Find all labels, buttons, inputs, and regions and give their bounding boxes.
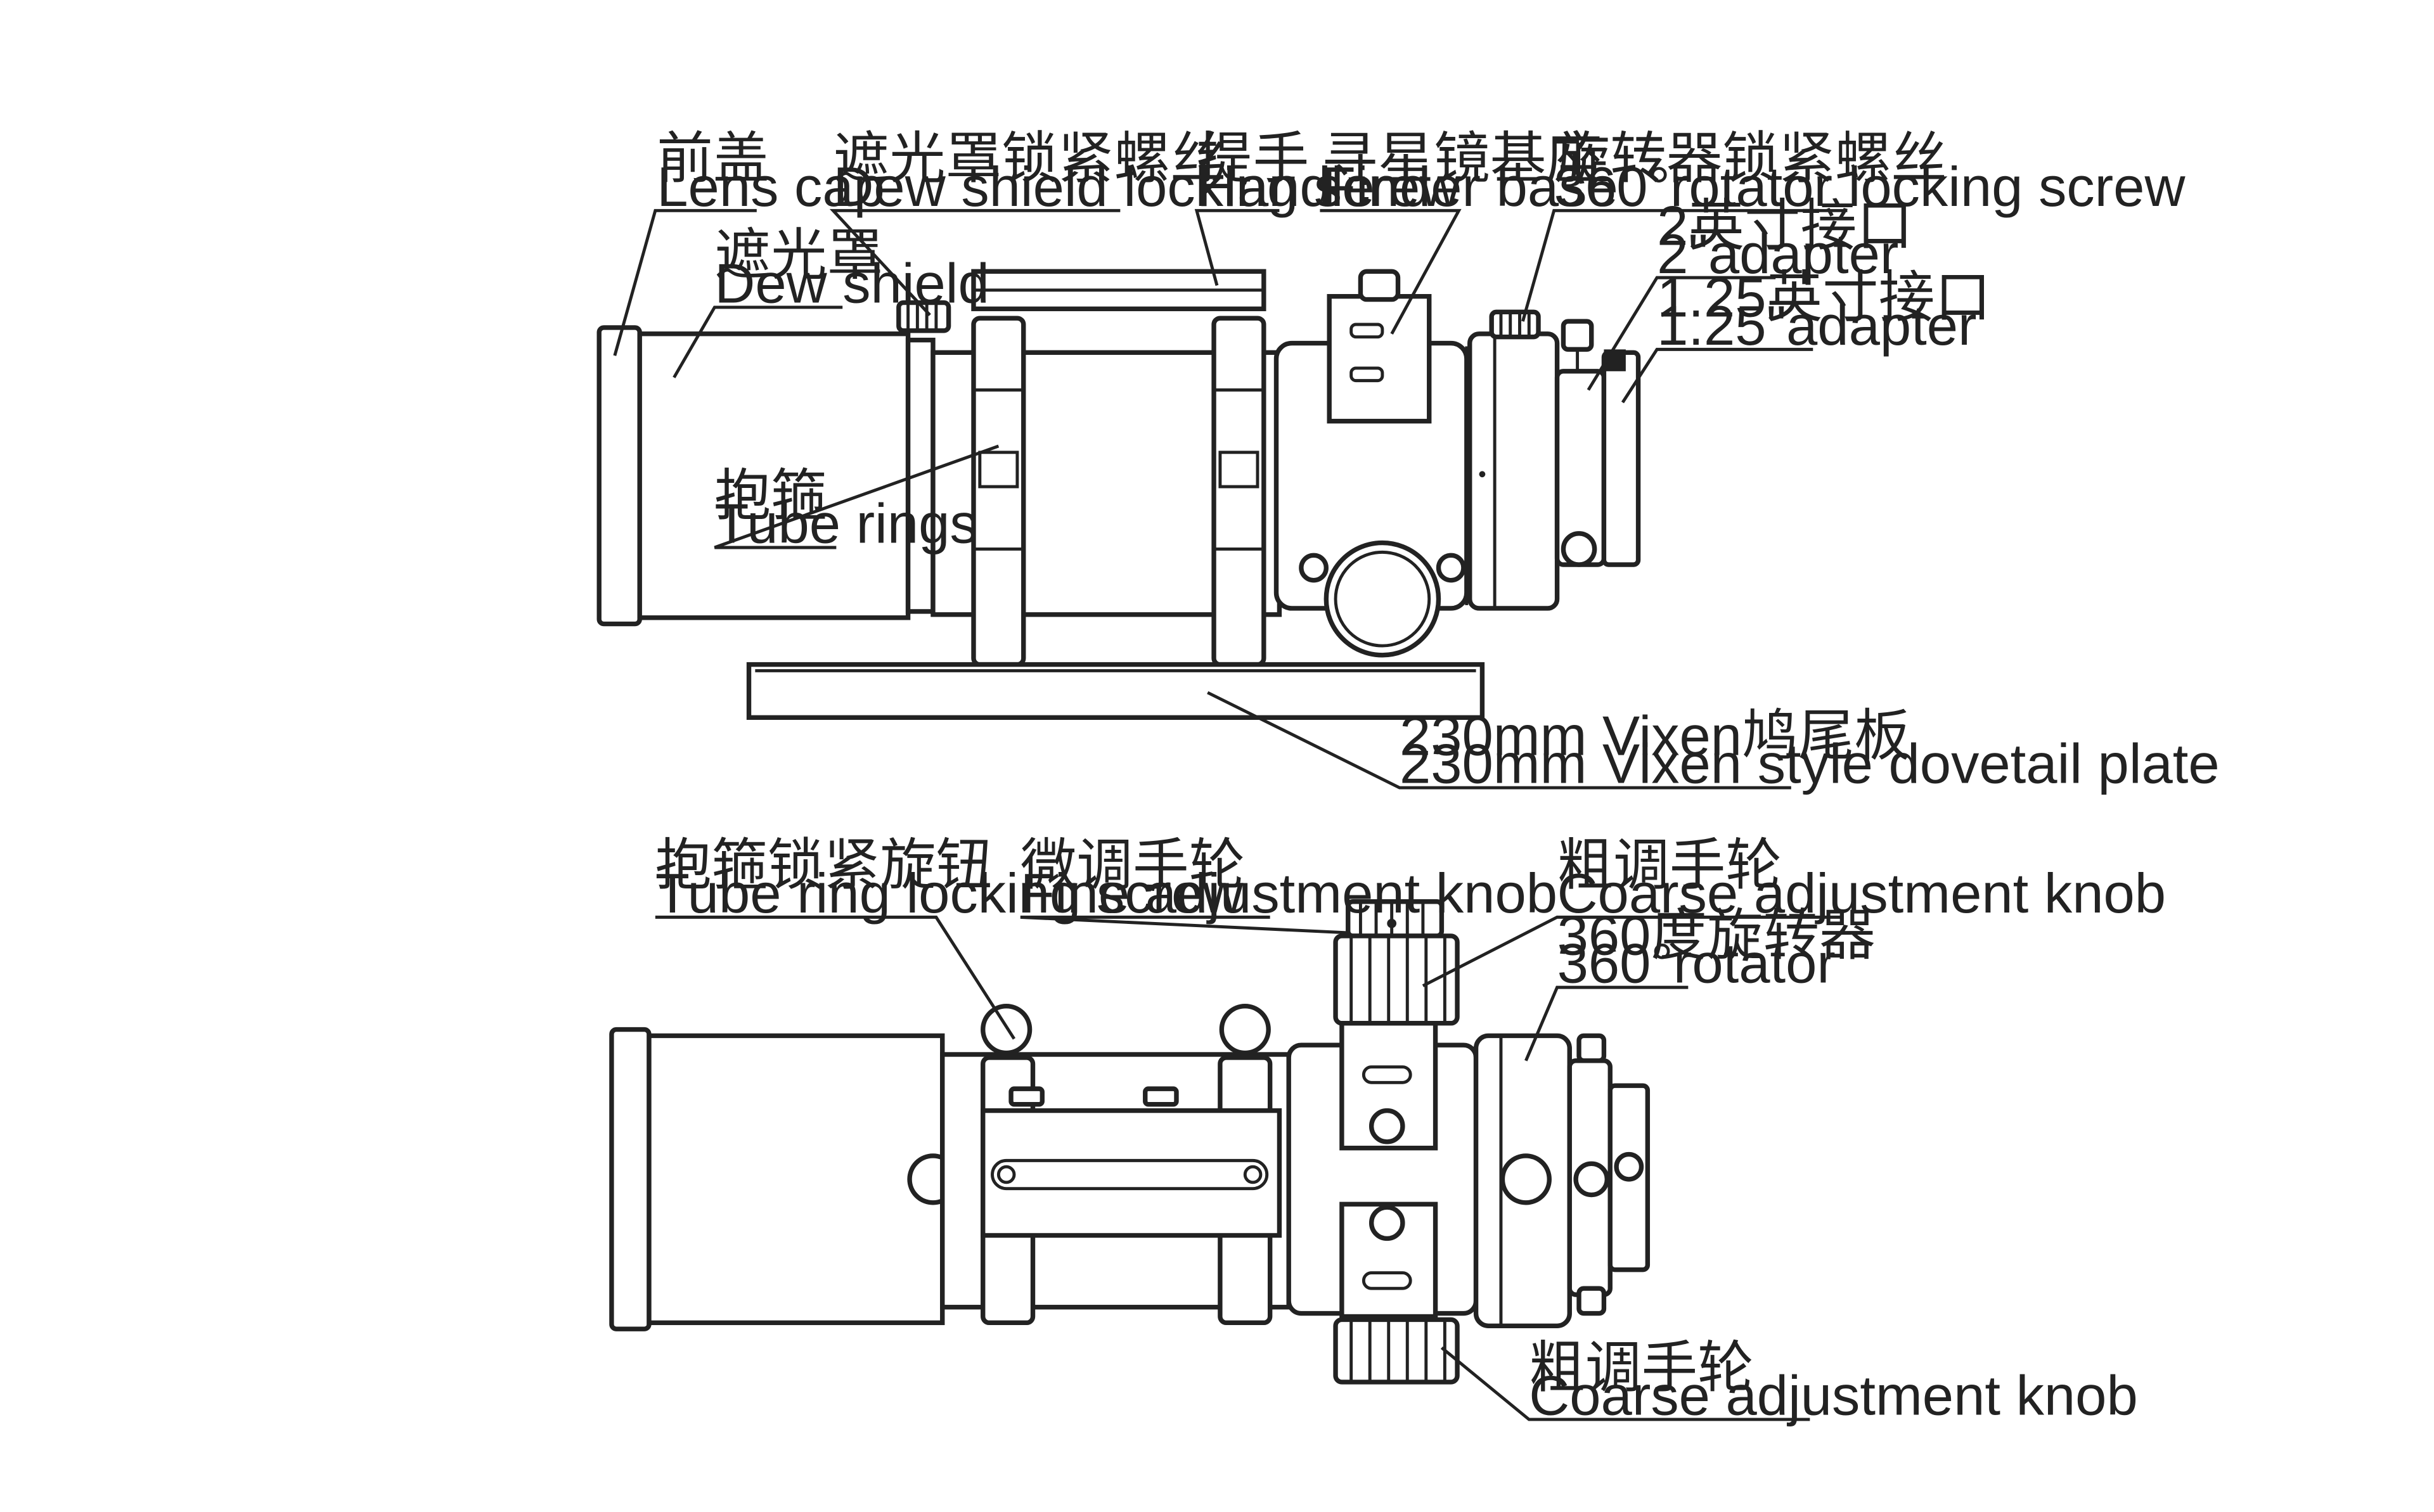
- coarse-knob-top-shape: [1333, 933, 1460, 1026]
- label-adapter-125-zh: 1.25英寸接口: [1657, 266, 1991, 329]
- label-dew-screw-zh: 遮光罩锁紧螺丝: [833, 127, 1226, 190]
- finder-base-shape: [1327, 293, 1432, 424]
- label-coarse-bottom-zh: 粗调手轮: [1529, 1336, 1753, 1399]
- top-view-drawing: [596, 269, 1641, 720]
- label-ring-screw-zh: 抱箍锁紧旋钮: [655, 834, 993, 897]
- label-coarse-top-en: Coarse adjustment knob: [1557, 862, 2166, 925]
- label-fine-knob-en: Fine adjustment knob: [1021, 862, 1557, 925]
- label-rotator-screw-zh: 旋转器锁紧螺丝: [1554, 127, 1947, 190]
- label-dovetail-en: 230mm Vixen style dovetail plate: [1400, 733, 2220, 795]
- label-handle-zh: 提手: [1197, 127, 1309, 190]
- bottom-ring-knob-right-shape: [1219, 1003, 1271, 1056]
- label-lens-cap-zh: 前盖: [657, 127, 769, 190]
- label-coarse-bottom-en: Coarse adjustment knob: [1529, 1364, 2137, 1427]
- bottom-view-labels: 抱箍锁紧旋钮 Tube ring locking screw 微调手轮 Fine…: [655, 834, 2166, 1427]
- bottom-view-drawing: [609, 899, 1651, 1385]
- label-handle-en: Handle: [1197, 155, 1375, 218]
- label-rotator-zh: 360度旋转器: [1557, 904, 1876, 966]
- bottom-dovetail-shape: [981, 1108, 1282, 1238]
- label-finder-base-en: Finder base: [1322, 155, 1618, 218]
- label-ring-screw-en: Tube ring locking screw: [655, 862, 1244, 925]
- label-rotator-screw-en: 360°rotator locking screw: [1554, 155, 2186, 218]
- dovetail-plate-shape: [746, 662, 1485, 720]
- label-adapter-2-zh: 2英寸接口: [1657, 194, 1913, 257]
- bottom-finder-bottom-shape: [1339, 1201, 1438, 1319]
- label-dew-shield-zh: 遮光罩: [714, 224, 883, 286]
- coarse-knob-shape: [1323, 540, 1441, 658]
- label-adapter-125-en: 1.25"adapter: [1657, 294, 1976, 357]
- tube-ring-left-shape: [971, 316, 1026, 667]
- coarse-knob-bottom-shape: [1333, 1317, 1460, 1385]
- rotator-shape: [1467, 331, 1560, 611]
- dew-shield-shape: [637, 331, 911, 620]
- label-finder-base-zh: 寻星镜基座: [1322, 127, 1602, 190]
- label-dew-shield-en: Dew shield: [714, 252, 989, 315]
- top-view-labels: 前盖 Lens cap 遮光罩锁紧螺丝 Dew shield locking s…: [657, 127, 2219, 795]
- lens-cap-shape: [596, 325, 642, 627]
- label-rotator-en: 360°rotator: [1557, 932, 1836, 995]
- label-dovetail-zh: 230mm Vixen鸠尾板: [1400, 704, 1910, 767]
- label-adapter-2-en: 2"adapter: [1657, 222, 1898, 285]
- label-dew-screw-en: Dew shield locking screw: [833, 155, 1461, 218]
- label-tube-rings-zh: 抱箍: [714, 464, 827, 527]
- bottom-dew-shield-shape: [647, 1033, 945, 1326]
- label-coarse-top-zh: 粗调手轮: [1557, 834, 1782, 897]
- bottom-view-leaders: [655, 915, 1841, 1421]
- rotator-screw-shape: [1489, 309, 1541, 340]
- tube-ring-right-shape: [1211, 316, 1266, 667]
- label-tube-rings-en: Tube rings: [714, 492, 977, 555]
- label-lens-cap-en: Lens cap: [657, 155, 885, 218]
- label-fine-knob-zh: 微调手轮: [1021, 834, 1245, 897]
- top-view-leaders: [613, 208, 1848, 790]
- bottom-lens-cap-shape: [609, 1027, 652, 1331]
